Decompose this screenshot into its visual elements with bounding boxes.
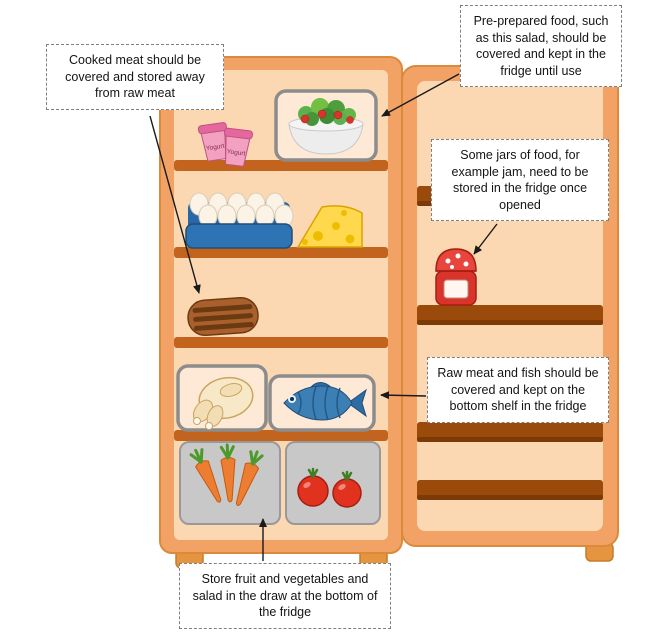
annotation-arrows: [149, 73, 498, 561]
cooked-steak-icon: [187, 296, 259, 337]
yogurt-label: Yogurt: [226, 148, 245, 157]
callout-fruit-veg: Store fruit and vegetables and salad in …: [179, 563, 391, 629]
fridge-door: [401, 65, 619, 547]
carrots-icon: [189, 443, 264, 507]
vegetable-drawer: [179, 441, 281, 525]
arrow-jam: [473, 223, 498, 255]
cheese-wedge-icon: [296, 205, 363, 248]
arrow-salad: [381, 73, 460, 117]
arrow-fish: [380, 391, 427, 400]
food-items: Yogurt Yogurt: [176, 89, 381, 525]
door-shelf-3: [417, 422, 603, 442]
fruit-drawer: [285, 441, 381, 525]
shelf-4: [174, 430, 388, 441]
salad-bowl-icon: [274, 89, 378, 162]
door-shelf-2: [417, 305, 603, 325]
tomatoes-icon: [297, 467, 362, 508]
shelf-3: [174, 337, 388, 348]
callout-jars: Some jars of food, for example jam, need…: [431, 139, 609, 221]
callout-cooked-meat: Cooked meat should be covered and stored…: [46, 44, 224, 110]
arrow-cooked-meat: [149, 115, 201, 294]
shelf-2: [174, 247, 388, 258]
yogurt-pots-icon: Yogurt Yogurt: [197, 122, 253, 167]
callout-raw-meat-fish: Raw meat and fish should be covered and …: [427, 357, 609, 423]
raw-fish-icon: [268, 374, 376, 432]
jam-jar-icon: [435, 248, 477, 306]
callout-preprepared-food: Pre-prepared food, such as this salad, s…: [460, 5, 622, 87]
raw-chicken-icon: [176, 364, 268, 432]
egg-carton-icon: [185, 192, 294, 249]
yogurt-label: Yogurt: [205, 143, 225, 153]
door-shelf-4: [417, 480, 603, 500]
